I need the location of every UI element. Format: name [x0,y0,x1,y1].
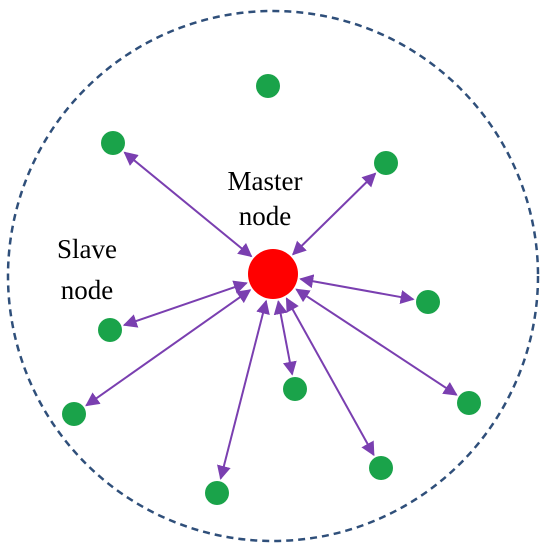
slave-nodes-group [62,74,481,505]
slave-node-label-line1: Slave [57,234,117,264]
slave-node [416,290,440,314]
master-slave-link [123,151,253,258]
slave-node [256,74,280,98]
master-slave-link [122,280,248,328]
slave-node [98,318,122,342]
master-slave-link [85,289,252,407]
links-group [85,151,458,480]
master-node [248,249,298,299]
master-node-label-line2: node [239,201,292,231]
slave-node [101,131,125,155]
slave-node [62,402,86,426]
coverage-boundary [6,9,540,543]
slave-node [283,377,307,401]
slave-node [374,151,398,175]
slave-node [457,391,481,415]
master-slave-link [273,300,297,376]
slave-node [369,456,393,480]
master-slave-link [217,299,270,480]
master-slave-link [285,297,375,457]
slave-node-label-line2: node [61,275,114,305]
slave-node [205,481,229,505]
master-slave-link [299,274,415,304]
master-node-label-line1: Master [228,166,303,196]
master-slave-link [292,172,377,256]
